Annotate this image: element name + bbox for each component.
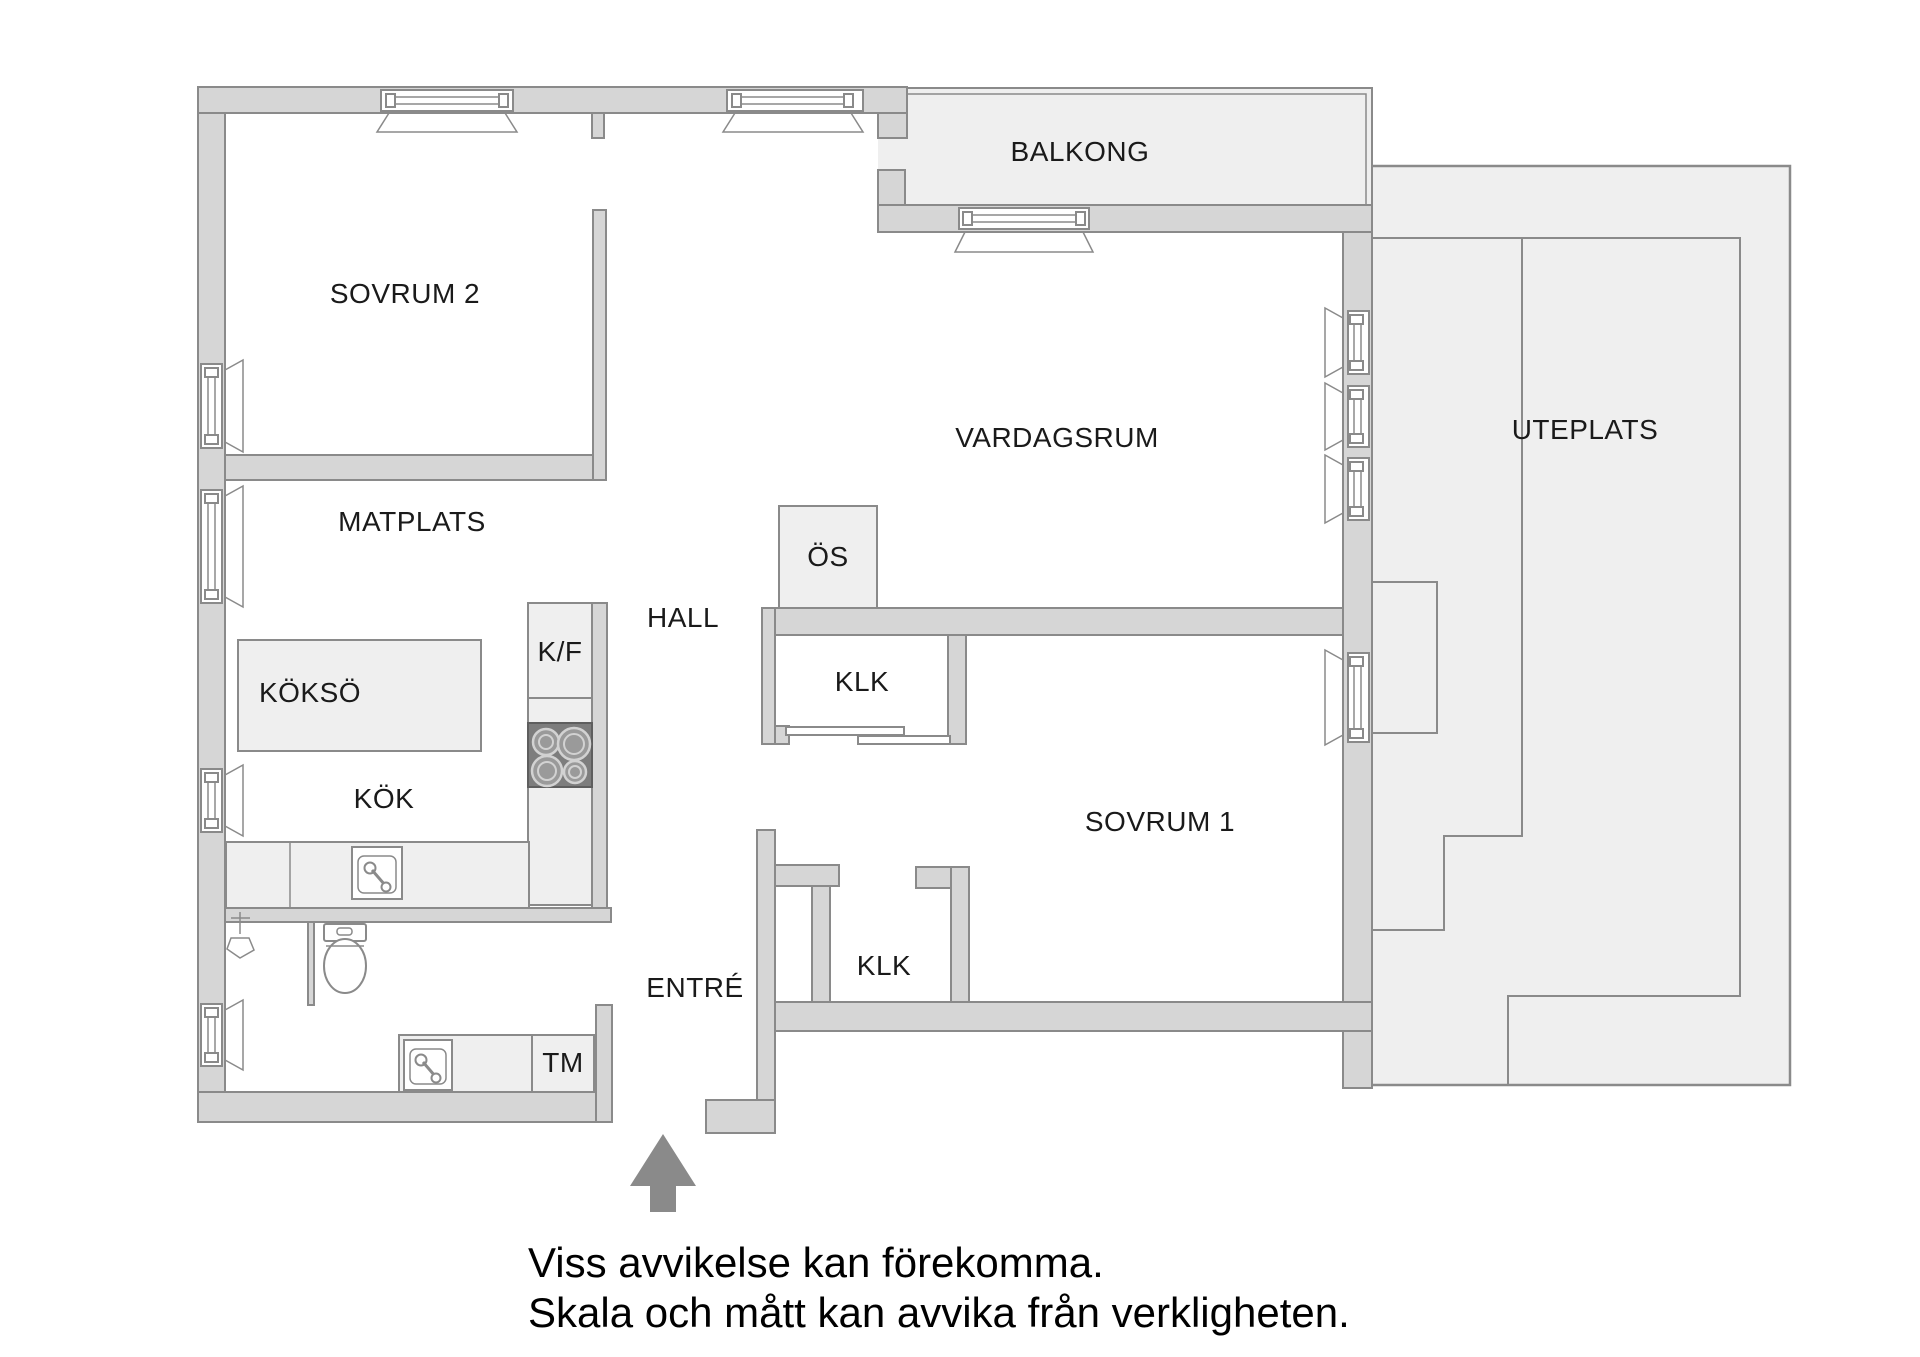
uteplats-area xyxy=(1372,164,1792,1087)
room-label-sovrum2: SOVRUM 2 xyxy=(329,278,481,309)
washbasin-icon xyxy=(226,912,255,959)
window-icon xyxy=(375,89,519,133)
disclaimer-line-1: Viss avvikelse kan förekomma. xyxy=(528,1239,1104,1286)
balcony-window-icon xyxy=(953,207,1095,253)
toilet-icon xyxy=(323,923,367,994)
room-label-klk1: KLK xyxy=(834,666,890,697)
window-icon xyxy=(1324,381,1370,452)
room-label-kf: K/F xyxy=(537,636,583,667)
room-label-sovrum1: SOVRUM 1 xyxy=(1084,806,1236,837)
room-label-tm: TM xyxy=(542,1047,584,1078)
room-label-kok: KÖK xyxy=(353,783,415,814)
bathroom-sink-icon xyxy=(403,1039,453,1091)
kitchen-sink-icon xyxy=(351,846,403,900)
disclaimer-line-2: Skala och mått kan avvika från verklighe… xyxy=(528,1289,1350,1336)
window-icon xyxy=(200,358,244,454)
window-icons xyxy=(200,89,1370,1072)
room-label-kokso: KÖKSÖ xyxy=(258,677,362,708)
washing-machine-box xyxy=(531,1034,595,1093)
room-label-matplats: MATPLATS xyxy=(338,506,486,537)
stove-icon xyxy=(527,722,593,788)
window-icon xyxy=(200,484,244,609)
room-label-vardagsrum: VARDAGSRUM xyxy=(955,422,1159,453)
room-label-hall: HALL xyxy=(646,602,720,633)
kitchen-cabinet-low xyxy=(527,786,593,906)
window-icon xyxy=(721,89,865,133)
room-label-entre: ENTRÉ xyxy=(646,972,744,1003)
room-label-os: ÖS xyxy=(807,541,849,572)
disclaimer-text: Viss avvikelse kan förekomma. Skala och … xyxy=(528,1238,1350,1338)
window-icon xyxy=(200,763,244,838)
room-label-balkong: BALKONG xyxy=(1010,136,1150,167)
kitchen-cabinet-strip xyxy=(527,697,593,724)
window-icon xyxy=(1324,648,1370,747)
window-icon xyxy=(1324,453,1370,525)
fridge-freezer-box xyxy=(527,602,593,699)
room-label-uteplats: UTEPLATS xyxy=(1511,414,1659,445)
sliding-door-icon xyxy=(785,726,951,745)
kitchen-island-box xyxy=(237,639,482,752)
entrance-arrow-icon xyxy=(630,1134,696,1212)
fixtures xyxy=(225,505,951,1212)
window-icon xyxy=(1324,306,1370,379)
window-icon xyxy=(200,998,244,1072)
balcony-area xyxy=(878,87,1373,205)
room-label-klk2: KLK xyxy=(856,950,912,981)
fireplace-box xyxy=(778,505,878,609)
